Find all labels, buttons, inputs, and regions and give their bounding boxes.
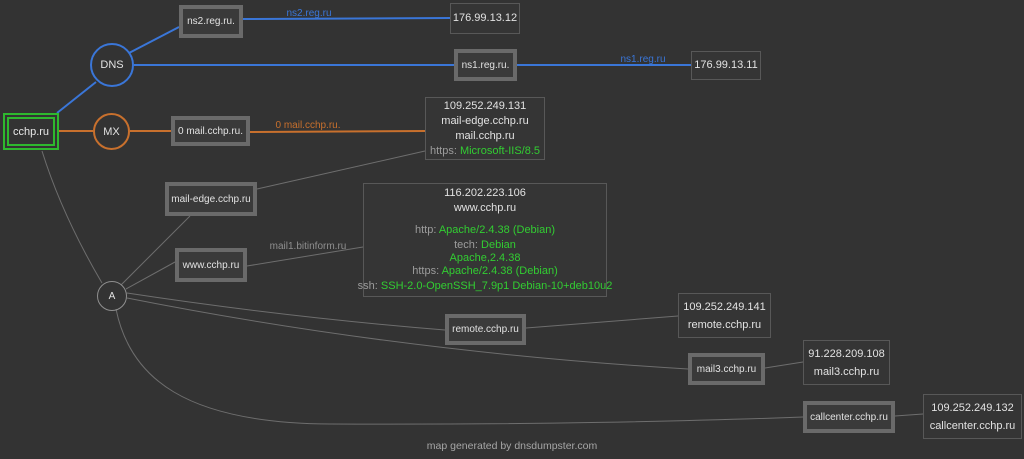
- map-caption: map generated by dnsdumpster.com: [426, 440, 598, 452]
- info-box-remote: 109.252.249.141 remote.cchp.ru: [678, 293, 771, 338]
- service-row-http: http: Apache/2.4.38 (Debian): [415, 223, 555, 238]
- service-value-line2: Apache,2.4.38: [449, 252, 521, 264]
- ip-value: 109.252.249.132: [931, 401, 1014, 414]
- hostname: mail3.cchp.ru: [813, 365, 880, 378]
- host-0-mail-cchp-ru: 0 mail.cchp.ru.: [171, 116, 250, 146]
- ip-value: 91.228.209.108: [808, 347, 885, 360]
- ip-value: 176.99.13.12: [452, 12, 518, 24]
- root-node-label: cchp.ru: [7, 117, 55, 146]
- ip-value: 109.252.249.141: [683, 300, 766, 313]
- host-remote-cchp-ru: remote.cchp.ru: [445, 314, 526, 345]
- host-www-cchp-ru: www.cchp.ru: [175, 248, 247, 282]
- edge-a-www: [125, 261, 176, 290]
- edge-mxhost-info: [249, 130, 426, 133]
- ip-value: 116.202.223.106: [444, 187, 526, 199]
- edge-dns-ns2: [128, 26, 180, 54]
- host-mail-edge-cchp-ru: mail-edge.cchp.ru: [165, 182, 257, 216]
- info-box-mail3: 91.228.209.108 mail3.cchp.ru: [803, 340, 890, 385]
- info-box-mail-edge: 109.252.249.131 mail-edge.cchp.ru mail.c…: [425, 97, 545, 160]
- edge-cchp-dns: [56, 81, 97, 114]
- hostname: mail-edge.cchp.ru: [441, 114, 529, 127]
- edge-label-ns2: ns2.reg.ru: [286, 8, 332, 19]
- service-value: Apache/2.4.38 (Debian): [441, 265, 558, 277]
- hostname: mail.cchp.ru: [455, 129, 515, 142]
- service-value: Microsoft-IIS/8.5: [459, 144, 541, 157]
- service-label: ssh:: [357, 280, 378, 292]
- root-node-cchp: cchp.ru: [3, 113, 59, 150]
- edge-www-bigbox: [246, 246, 364, 267]
- ip-box-ns1: 176.99.13.11: [691, 51, 761, 80]
- service-value: Apache/2.4.38 (Debian): [438, 224, 556, 236]
- host-mail3-cchp-ru: mail3.cchp.ru: [688, 353, 765, 385]
- edge-a-remote: [126, 292, 446, 331]
- service-row-https: https: Apache/2.4.38 (Debian): [412, 264, 558, 279]
- edge-mailedge-info: [256, 150, 426, 190]
- mx-record-node: MX: [93, 113, 130, 150]
- info-box-www: 116.202.223.106 www.cchp.ru http: Apache…: [358, 183, 612, 297]
- hostname: remote.cchp.ru: [687, 318, 762, 331]
- service-label: https:: [429, 144, 457, 157]
- service-row-tech: tech: Debian: [454, 238, 516, 253]
- ip-box-ns2: 176.99.13.12: [450, 3, 520, 34]
- service-value: SSH-2.0-OpenSSH_7.9p1 Debian-10+deb10u2: [380, 280, 613, 292]
- edge-a-mail3: [126, 297, 689, 370]
- service-row: https: Microsoft-IIS/8.5: [430, 144, 540, 159]
- hostname: www.cchp.ru: [453, 202, 517, 214]
- host-ns2-reg-ru: ns2.reg.ru.: [179, 5, 243, 38]
- ip-value: 176.99.13.11: [694, 59, 758, 71]
- service-label: https:: [412, 265, 440, 277]
- edge-remote-info: [525, 315, 679, 329]
- service-label: http:: [414, 224, 437, 236]
- dns-record-node: DNS: [90, 43, 134, 87]
- service-label: tech:: [454, 239, 478, 251]
- edge-ns2-ip: [242, 17, 451, 20]
- edge-label-mx: 0 mail.cchp.ru.: [275, 120, 341, 131]
- host-callcenter-cchp-ru: callcenter.cchp.ru: [803, 401, 895, 433]
- service-row-ssh: ssh: SSH-2.0-OpenSSH_7.9p1 Debian-10+deb…: [358, 279, 613, 294]
- edge-a-mailedge: [120, 215, 191, 286]
- a-record-node: A: [97, 281, 127, 311]
- edge-a-callcenter: [115, 308, 804, 425]
- edge-label-mail1-bitinform: mail1.bitinform.ru: [269, 241, 347, 252]
- ip-value: 109.252.249.131: [443, 99, 527, 112]
- edge-callcenter-info: [894, 413, 924, 417]
- edge-cchp-a: [41, 150, 103, 284]
- service-value: Debian: [481, 239, 516, 251]
- hostname: callcenter.cchp.ru: [929, 419, 1016, 432]
- info-box-callcenter: 109.252.249.132 callcenter.cchp.ru: [923, 394, 1022, 439]
- edge-label-ns1: ns1.reg.ru: [620, 54, 666, 65]
- host-ns1-reg-ru: ns1.reg.ru.: [454, 49, 517, 81]
- edge-mail3-info: [764, 361, 804, 369]
